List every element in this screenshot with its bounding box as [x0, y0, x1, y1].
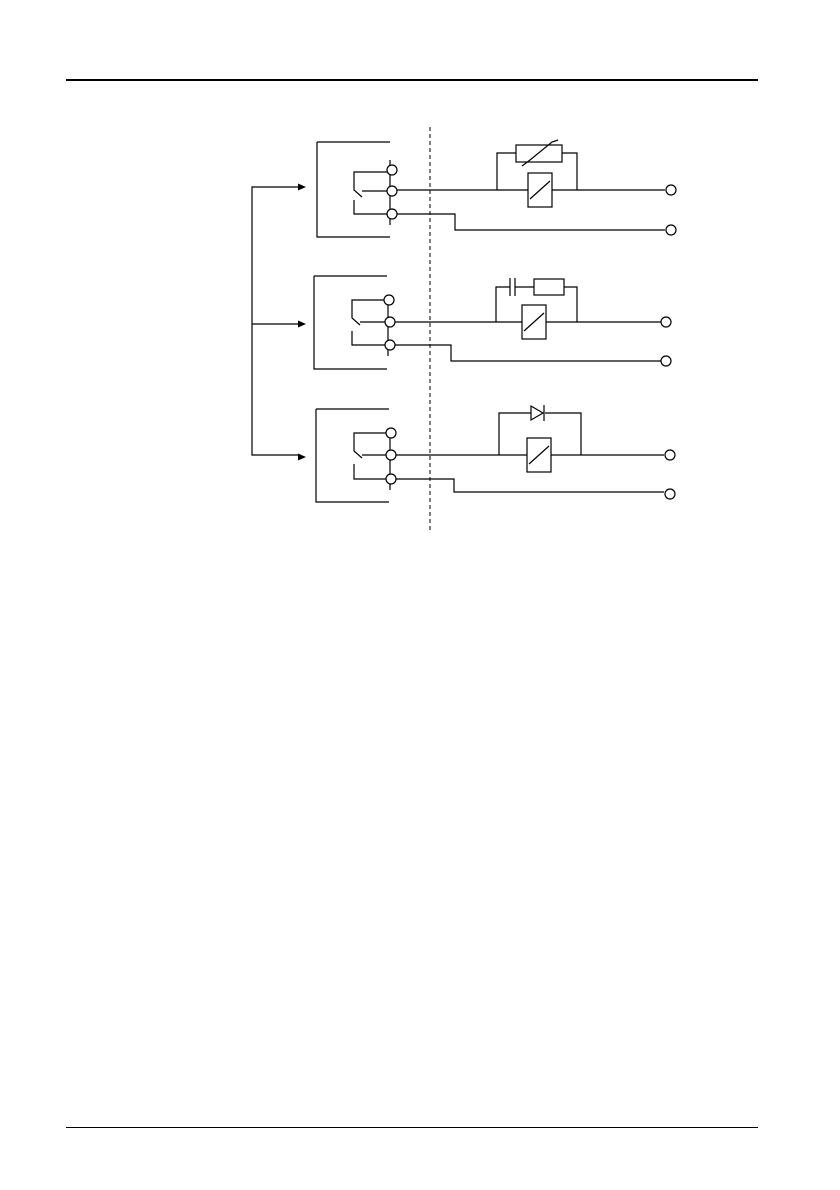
terminal-no-3	[386, 474, 396, 484]
contact-nc-2	[352, 300, 389, 325]
output-terminal-3b	[665, 489, 675, 499]
arrow-to-relay-3	[298, 454, 306, 461]
circuit-1-varistor	[317, 140, 676, 237]
output-terminal-2b	[661, 356, 671, 366]
resistor	[534, 279, 564, 295]
contact-no-3	[354, 464, 391, 479]
terminal-nc-2	[384, 295, 394, 305]
output-terminal-2a	[661, 317, 671, 327]
contact-no-2	[352, 331, 389, 345]
terminal-nc-1	[387, 165, 397, 175]
varistor	[516, 145, 562, 162]
terminal-no-1	[387, 209, 397, 219]
terminal-com-2	[385, 317, 395, 327]
terminal-nc-3	[386, 428, 396, 438]
output-terminal-1b	[666, 225, 676, 235]
diode	[531, 406, 543, 420]
common-feed	[252, 184, 306, 461]
output-terminal-3a	[665, 450, 675, 460]
footer-divider	[66, 1127, 758, 1128]
contact-nc-1	[354, 172, 392, 197]
circuit-2-rc-snubber	[314, 276, 671, 369]
terminal-com-1	[387, 186, 397, 196]
output-terminal-1a	[666, 185, 676, 195]
terminal-no-2	[385, 340, 395, 350]
terminal-com-3	[386, 450, 396, 460]
contact-no-1	[354, 200, 392, 214]
arrow-to-relay-1	[298, 184, 306, 191]
arrow-to-relay-2	[298, 321, 306, 328]
contact-nc-3	[354, 433, 391, 458]
circuit-3-flyback-diode	[316, 405, 675, 502]
